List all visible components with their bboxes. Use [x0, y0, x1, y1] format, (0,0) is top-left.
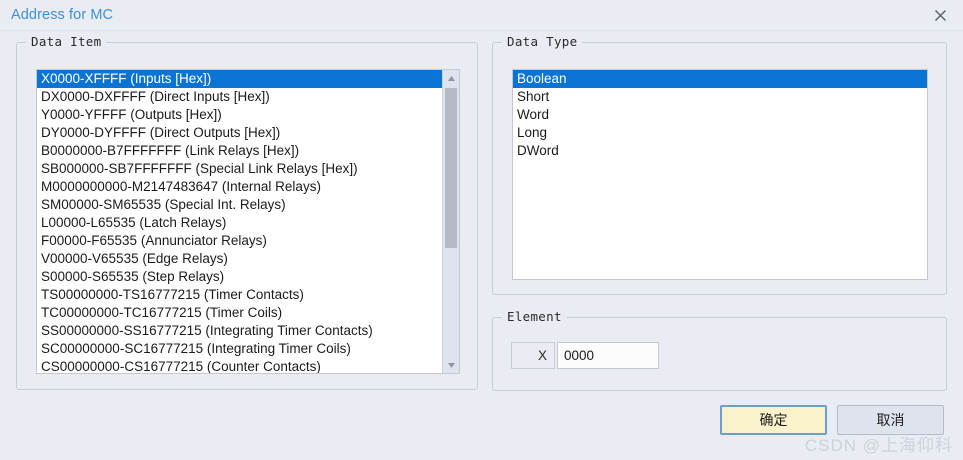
data-item-row[interactable]: SM00000-SM65535 (Special Int. Relays)	[41, 197, 286, 212]
data-item-row[interactable]: F00000-F65535 (Annunciator Relays)	[41, 233, 267, 248]
element-group-title: Element	[502, 309, 567, 324]
cancel-button[interactable]: 取消	[837, 405, 944, 435]
dialog-titlebar: Address for MC	[0, 0, 963, 31]
ok-button[interactable]: 确定	[720, 405, 827, 435]
data-type-group-title: Data Type	[502, 34, 583, 49]
data-type-row[interactable]: Long	[517, 125, 548, 140]
dialog-title: Address for MC	[11, 7, 114, 23]
data-item-group: Data Item X0000-XFFFF (Inputs [Hex])DX00…	[16, 34, 478, 390]
data-item-row[interactable]: M0000000000-M2147483647 (Internal Relays…	[41, 179, 321, 194]
data-item-row[interactable]: SC00000000-SC16777215 (Integrating Timer…	[41, 341, 351, 356]
data-type-row[interactable]: Boolean	[513, 70, 927, 88]
data-item-row[interactable]: SS00000000-SS16777215 (Integrating Timer…	[41, 323, 373, 338]
scrollbar-up-button[interactable]	[443, 70, 459, 86]
scrollbar-thumb[interactable]	[445, 88, 457, 248]
data-item-list: X0000-XFFFF (Inputs [Hex])DX0000-DXFFFF …	[37, 70, 442, 373]
data-item-row[interactable]: DY0000-DYFFFF (Direct Outputs [Hex])	[41, 125, 281, 140]
triangle-up-icon	[447, 70, 456, 87]
data-item-row[interactable]: CS00000000-CS16777215 (Counter Contacts)	[41, 359, 321, 373]
data-item-row[interactable]: TC00000000-TC16777215 (Timer Coils)	[41, 305, 283, 320]
data-item-row[interactable]: Y0000-YFFFF (Outputs [Hex])	[41, 107, 222, 122]
data-item-row[interactable]: B0000000-B7FFFFFFF (Link Relays [Hex])	[41, 143, 300, 158]
close-button[interactable]	[917, 0, 963, 31]
data-item-row[interactable]: DX0000-DXFFFF (Direct Inputs [Hex])	[41, 89, 270, 104]
element-group: Element X 0000	[492, 309, 947, 391]
data-item-row[interactable]: SB000000-SB7FFFFFFF (Special Link Relays…	[41, 161, 358, 176]
triangle-down-icon	[447, 356, 456, 373]
data-item-row[interactable]: L00000-L65535 (Latch Relays)	[41, 215, 227, 230]
data-type-row[interactable]: Short	[517, 89, 550, 104]
data-item-group-title: Data Item	[26, 34, 107, 49]
data-type-row[interactable]: DWord	[517, 143, 559, 158]
element-prefix-label: X	[511, 342, 555, 369]
data-item-row[interactable]: V00000-V65535 (Edge Relays)	[41, 251, 228, 266]
data-item-listbox[interactable]: X0000-XFFFF (Inputs [Hex])DX0000-DXFFFF …	[36, 69, 460, 374]
close-icon	[934, 9, 947, 22]
data-item-row[interactable]: X0000-XFFFF (Inputs [Hex])	[37, 70, 442, 88]
data-item-row[interactable]: TS00000000-TS16777215 (Timer Contacts)	[41, 287, 304, 302]
scrollbar-down-button[interactable]	[443, 357, 459, 373]
data-item-scrollbar[interactable]	[442, 70, 459, 373]
data-type-row[interactable]: Word	[517, 107, 550, 122]
data-item-row[interactable]: S00000-S65535 (Step Relays)	[41, 269, 225, 284]
element-address-input[interactable]: 0000	[557, 342, 659, 369]
